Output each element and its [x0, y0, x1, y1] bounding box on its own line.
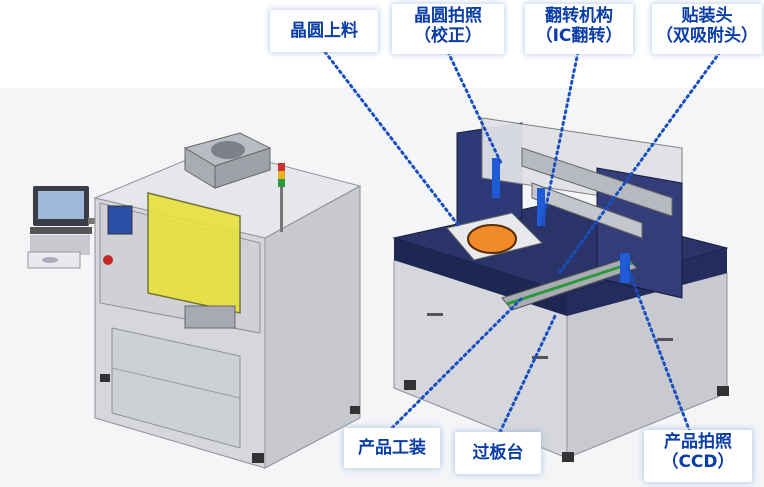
- label-product-photo: 产品拍照 （CCD）: [644, 430, 752, 482]
- leader-mount-head: [558, 50, 722, 274]
- label-product-photo-line1: 产品拍照: [664, 432, 732, 452]
- label-wafer-photo: 晶圆拍照 （校正）: [392, 4, 504, 54]
- leader-product-fixture: [386, 296, 524, 434]
- monitor-icon: [30, 186, 102, 255]
- leader-flip: [540, 50, 580, 228]
- label-product-fixture: 产品工装: [344, 428, 440, 468]
- label-product-photo-line2: （CCD）: [661, 452, 735, 472]
- label-wafer-photo-line2: （校正）: [414, 26, 482, 46]
- label-product-fixture-text: 产品工装: [358, 438, 426, 458]
- label-mount-head: 贴装头 （双吸附头）: [652, 4, 762, 54]
- label-flip-line1: 翻转机构: [545, 6, 613, 26]
- label-mount-line2: （双吸附头）: [656, 26, 758, 46]
- leader-wafer-loading: [323, 50, 460, 227]
- right-machine-illustration: [382, 88, 764, 487]
- left-machine-illustration: [0, 88, 382, 487]
- label-mount-line1: 贴装头: [681, 6, 733, 26]
- label-conveyor-text: 过板台: [472, 443, 524, 463]
- label-wafer-photo-line1: 晶圆拍照: [414, 6, 482, 26]
- label-wafer-loading: 晶圆上料: [270, 10, 378, 52]
- label-conveyor: 过板台: [455, 432, 541, 474]
- leader-conveyor: [498, 314, 557, 434]
- label-flip-mechanism: 翻转机构 （IC翻转）: [525, 4, 633, 54]
- leader-product-photo: [626, 266, 692, 434]
- label-wafer-loading-text: 晶圆上料: [290, 21, 358, 41]
- leader-wafer-photo: [446, 50, 504, 167]
- label-flip-line2: （IC翻转）: [535, 26, 623, 46]
